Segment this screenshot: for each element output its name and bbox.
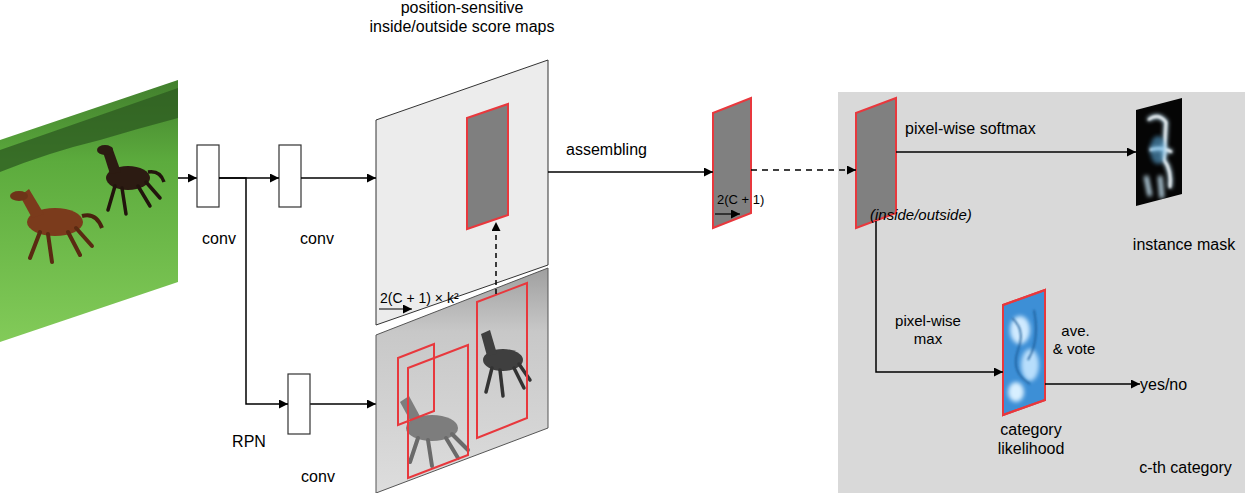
conv-layer-box: conv [288,374,310,434]
likelihood-blob [1008,382,1024,402]
mask-outline [1146,116,1172,198]
flow-arrow [548,171,713,173]
input-score-map: (inside/outside) [856,98,896,228]
node-text: 2(C + 1) [717,192,797,208]
node-text: category likelihood [981,420,1081,458]
horse-tail [82,215,102,228]
channel-arrow [715,213,740,214]
node-text: (inside/outside) [870,206,1010,224]
proposal-boxes [398,283,527,478]
flow-arrow [751,169,856,171]
node-text: conv [296,467,340,486]
conv-layer-box-outline [279,145,301,207]
input-image [0,60,180,350]
instance-mask: instance mask [1136,98,1182,206]
rpn-output-arrow [310,403,376,405]
flow-arrow [301,177,376,179]
grass-field [0,60,180,350]
category-panel: c-th category (inside/outside) instance ma… [838,92,1245,493]
horse-legs [30,228,92,262]
node-text: yes/no [1140,375,1206,394]
node-text: position-sensitive inside/outside score … [362,0,562,36]
likelihood-blob [1021,349,1039,381]
node-text: instance mask [1124,235,1244,254]
edge-label: pixel-wise softmax [905,119,1085,138]
input-arrow [178,177,197,179]
roi-region [467,104,508,229]
conv-layer-box-shape [197,145,219,207]
conv-layer-box-outline [197,145,219,207]
flow-arrow [896,151,1136,153]
category-likelihood-map-outline [1003,290,1045,415]
category-likelihood-map-shape [1003,290,1045,415]
score-map-outline [376,60,548,325]
mask-core [1150,136,1166,164]
conv-layer-box-shape [279,145,301,207]
node-text: conv [295,229,339,248]
rpn-map-outline [376,268,548,493]
assembled-map-shape [713,98,751,228]
channel-arrow [379,308,412,309]
edge-label: ave. & vote [1052,322,1096,358]
category-likelihood-map: category likelihood [1003,290,1045,415]
roi-projection-arrow [495,222,497,294]
category-panel-outline [838,92,1245,493]
flow-arrow [876,221,1003,372]
score-map: position-sensitive inside/outside score … [376,60,548,325]
assembled-map: 2(C + 1) [713,98,751,228]
tree-line [0,88,178,172]
branch-label: RPN [226,432,272,451]
instance-mask-shape [1136,98,1182,206]
mask-glow [1146,116,1172,198]
node-text: 2(C + 1) × k² [380,290,510,307]
node-text: conv [197,229,241,248]
decision-output: yes/no [1140,373,1206,395]
node-text: c-th category [1128,458,1243,477]
horse-silhouette [486,364,530,396]
likelihood-outline [1003,290,1045,415]
conv-layer-box-shape [288,374,310,434]
conv-layer-box: conv [279,145,301,207]
instance-mask-outline [1136,98,1182,206]
assembled-map-outline [713,98,751,228]
edge-label: pixel-wise max [888,312,968,348]
horse-legs [108,182,160,214]
horse-head [97,145,113,155]
edge-layer [219,152,1140,404]
horse-silhouette [481,330,497,356]
horse-tail [148,172,164,182]
likelihood-blob [1010,316,1030,344]
likelihood-texture [1008,310,1039,402]
edge-label: assembling [566,140,676,159]
mask-outline [1148,116,1172,188]
horse-head [10,191,28,201]
conv-layer-box-outline [288,374,310,434]
flow-arrow [1045,383,1140,385]
likelihood-contour [1012,310,1036,384]
score-map-shape [376,60,548,325]
flow-arrow [219,178,288,404]
flow-arrow [219,177,279,179]
conv-layer-box: conv [197,145,219,207]
